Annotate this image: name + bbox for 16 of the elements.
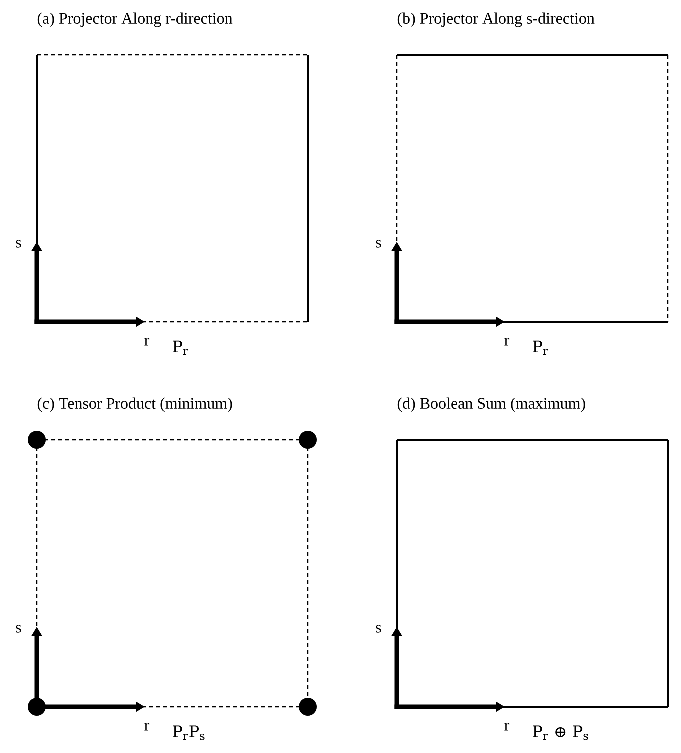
panel-title: (d) Boolean Sum (maximum) [398,398,586,412]
panel-title: (c) Tensor Product (minimum) [38,398,232,412]
axis-label: s [376,625,382,633]
axis-label: s [376,240,382,248]
projector-label: P$_{r}$ [533,340,548,356]
panel-title: (a) Projector Along r-direction [38,12,233,28]
axis-label: s [16,625,22,633]
axis-label: r [504,338,510,346]
axis-label: r [144,338,150,346]
axis-label: r [504,723,510,731]
panel-title: (b) Projector Along s-direction [398,12,595,28]
projector-label: P$_{r}$ [173,340,188,356]
axis-label: s [16,240,22,248]
projector-label: P$_{r}$P$_{s}$ [173,726,205,740]
axis-label: r [144,723,150,731]
projector-label: P$_{r}$ ⊕ P$_{s}$ [533,726,588,740]
